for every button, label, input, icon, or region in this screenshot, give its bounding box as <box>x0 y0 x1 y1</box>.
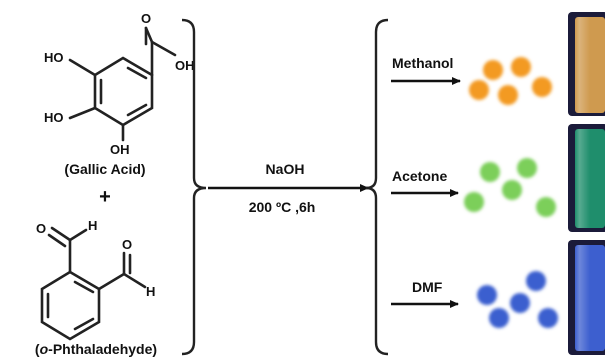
gallic-acid-oh: OH <box>175 58 195 73</box>
dot <box>511 57 531 77</box>
nanoparticles-methanol <box>469 57 552 105</box>
solvent-label-methanol: Methanol <box>392 55 453 71</box>
acetone-row: Acetone <box>391 158 556 217</box>
nanoparticles-dmf <box>477 271 558 328</box>
vial-methanol <box>568 12 605 116</box>
methanol-row: Methanol <box>391 55 552 105</box>
gallic-ho-mid: HO <box>44 110 64 125</box>
dot <box>532 77 552 97</box>
dot <box>483 60 503 80</box>
left-bracket <box>181 18 207 356</box>
pa-h2: H <box>146 284 155 299</box>
pa-h1: H <box>88 218 97 233</box>
phthalaldehyde-label: (o-Phthaladehyde) <box>35 341 157 357</box>
dot <box>477 285 497 305</box>
gallic-acid-label: (Gallic Acid) <box>64 161 145 177</box>
dot <box>489 308 509 328</box>
gallic-ho-top: HO <box>44 50 64 65</box>
solvent-label-acetone: Acetone <box>392 168 447 184</box>
dot <box>480 162 500 182</box>
gallic-carbonyl-o: O <box>141 11 151 26</box>
dot <box>526 271 546 291</box>
dot <box>469 80 489 100</box>
pa-o1: O <box>36 221 46 236</box>
vial-acetone <box>568 124 605 232</box>
dot <box>510 293 530 313</box>
pa-o2: O <box>122 237 132 252</box>
dot <box>498 85 518 105</box>
reagent-label: NaOH <box>266 161 305 177</box>
conditions-label: 200 ºC ,6h <box>249 199 316 215</box>
dot <box>464 192 484 212</box>
dot <box>536 197 556 217</box>
phthalaldehyde-structure: O H O H <box>36 218 155 341</box>
vial-dmf <box>568 240 605 355</box>
solvent-label-dmf: DMF <box>412 279 443 295</box>
dot <box>538 308 558 328</box>
plus-sign: + <box>99 186 111 208</box>
gallic-oh-bottom: OH <box>110 142 130 157</box>
dmf-row: DMF <box>391 271 558 328</box>
dot <box>517 158 537 178</box>
dot <box>502 180 522 200</box>
nanoparticles-acetone <box>464 158 556 217</box>
gallic-acid-structure: O OH HO HO OH <box>44 11 195 157</box>
right-bracket <box>365 18 389 356</box>
